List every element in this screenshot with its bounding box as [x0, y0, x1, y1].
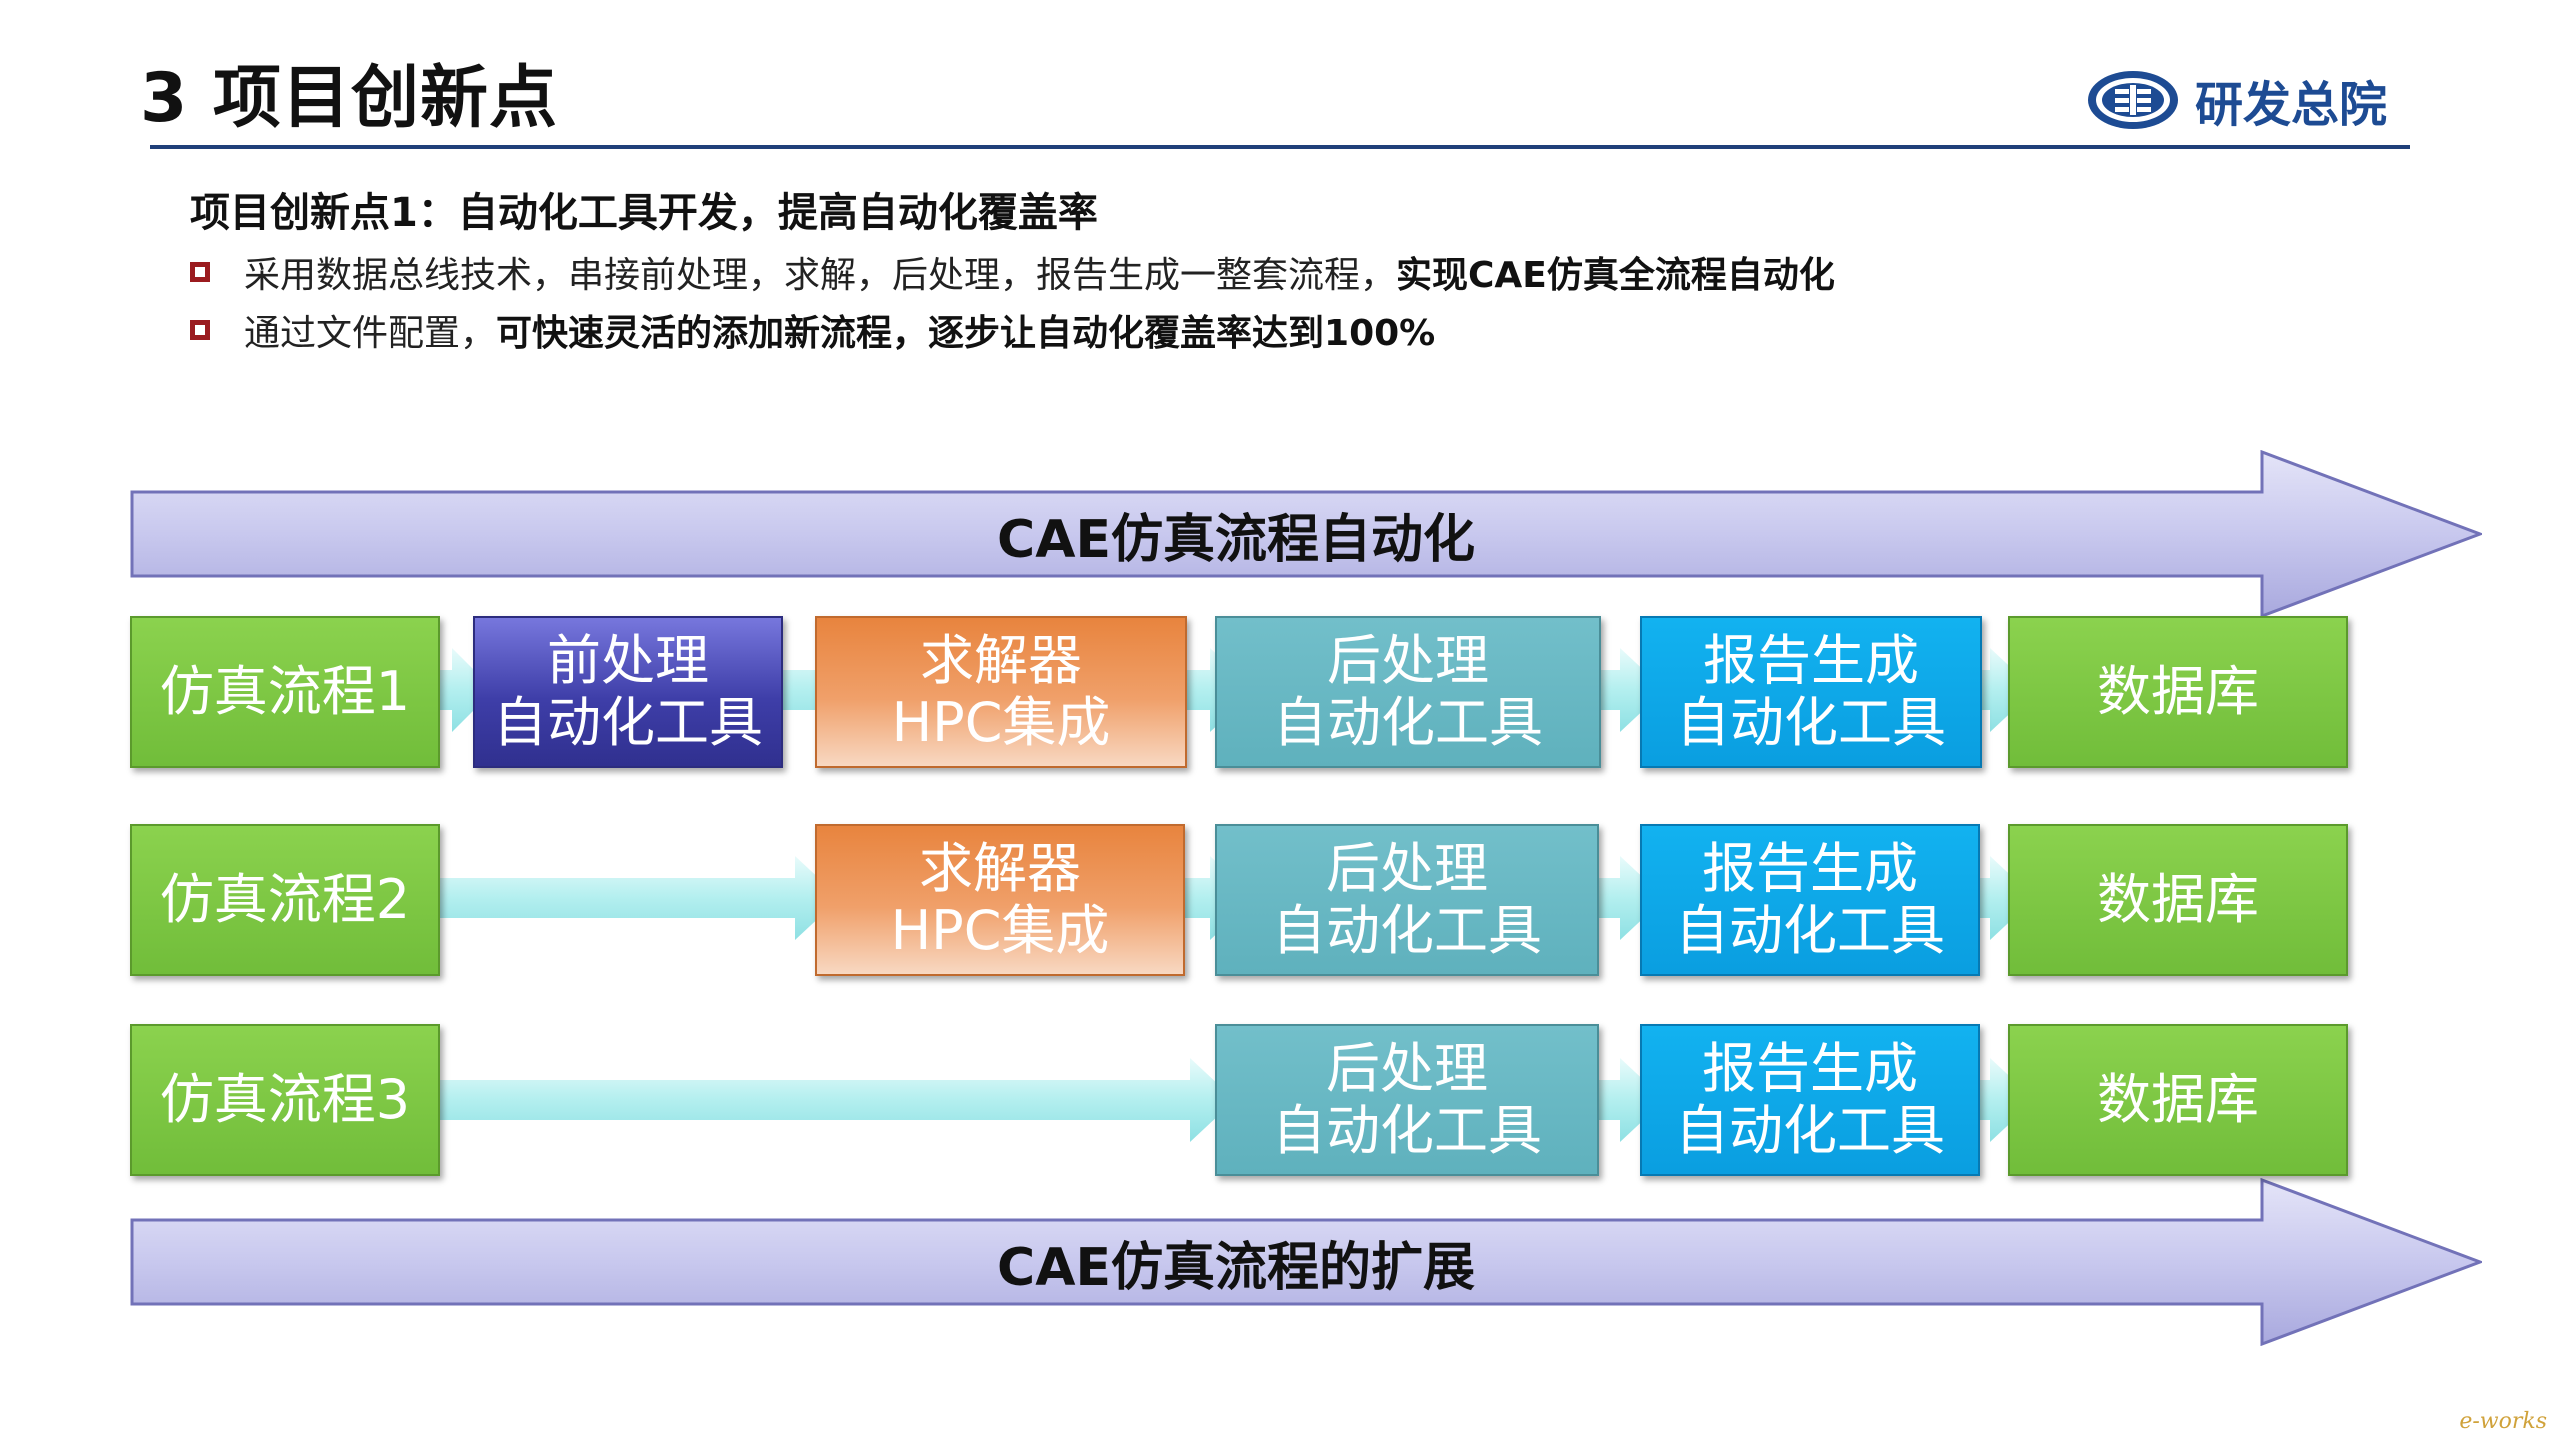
bullet-bold-text: 可快速灵活的添加新流程，逐步让自动化覆盖率达到100%	[496, 313, 1436, 354]
big-arrow-shape	[130, 1178, 2482, 1346]
box-line1: 前处理	[547, 628, 709, 692]
box-line2: 自动化工具	[1272, 1099, 1542, 1162]
bullet-text: 通过文件配置，	[244, 313, 497, 354]
database-box: 数据库	[2008, 824, 2348, 976]
arrow-label: CAE仿真流程自动化	[997, 509, 1475, 570]
report-box: 报告生成 自动化工具	[1640, 824, 1980, 976]
box-line2: HPC集成	[891, 691, 1111, 754]
box-line1: 报告生成	[1703, 628, 1919, 692]
solver-box: 求解器 HPC集成	[815, 616, 1187, 768]
connector-arrow	[1956, 856, 2035, 940]
report-box: 报告生成 自动化工具	[1640, 616, 1982, 768]
big-arrow-shape	[130, 450, 2482, 618]
box-line1: 求解器	[920, 628, 1082, 692]
postprocess-box: 后处理 自动化工具	[1215, 616, 1601, 768]
process-start-1: 仿真流程1	[130, 616, 440, 768]
bullet-item: 采用数据总线技术，串接前处理，求解，后处理，报告生成一整套流程，实现CAE仿真全…	[190, 246, 1835, 298]
database-box: 数据库	[2008, 616, 2348, 768]
logo-text: 研发总院	[2195, 77, 2388, 133]
process-start-2: 仿真流程2	[130, 824, 440, 976]
bullet-text: 采用数据总线技术，串接前处理，求解，后处理，报告生成一整套流程，	[244, 255, 1397, 296]
faw-logo-icon	[2088, 71, 2178, 129]
automation-arrow: CAE仿真流程自动化	[130, 450, 2482, 618]
box-line2: 自动化工具	[1675, 1099, 1945, 1162]
bullet-bold-text: 实现CAE仿真全流程自动化	[1396, 255, 1835, 296]
header-divider	[150, 145, 2410, 149]
process-label: 仿真流程1	[159, 659, 411, 723]
connector-arrow	[1956, 648, 2035, 732]
box-line1: 后处理	[1326, 1036, 1488, 1100]
box-line2: 自动化工具	[1676, 691, 1946, 754]
box-line1: 报告生成	[1702, 836, 1918, 900]
company-logo: 研发总院	[2085, 60, 2387, 140]
box-line1: 后处理	[1327, 628, 1489, 692]
postprocess-box: 后处理 自动化工具	[1215, 1024, 1599, 1176]
box-line2: HPC集成	[890, 899, 1110, 962]
box-line2: 自动化工具	[1273, 691, 1543, 754]
square-bullet-icon	[190, 262, 210, 282]
expansion-arrow: CAE仿真流程的扩展	[130, 1178, 2482, 1346]
box-line1: 数据库	[2097, 1067, 2259, 1131]
connector-arrow	[1580, 1058, 1665, 1142]
box-line1: 报告生成	[1702, 1036, 1918, 1100]
postprocess-box: 后处理 自动化工具	[1215, 824, 1599, 976]
database-box: 数据库	[2008, 1024, 2348, 1176]
box-line2: 自动化工具	[1675, 899, 1945, 962]
box-line1: 求解器	[919, 836, 1081, 900]
box-line2: 自动化工具	[493, 691, 763, 754]
square-bullet-icon	[190, 320, 210, 340]
box-line2: 自动化工具	[1272, 899, 1542, 962]
solver-box: 求解器 HPC集成	[815, 824, 1185, 976]
connector-arrow	[1580, 856, 1665, 940]
connector-arrow	[422, 856, 840, 940]
box-line1: 数据库	[2097, 659, 2259, 723]
process-start-3: 仿真流程3	[130, 1024, 440, 1176]
process-label: 仿真流程2	[159, 867, 411, 931]
bullet-item: 通过文件配置，可快速灵活的添加新流程，逐步让自动化覆盖率达到100%	[190, 304, 1435, 356]
watermark: e-works	[2459, 1409, 2547, 1434]
connector-arrow	[1580, 648, 1665, 732]
process-label: 仿真流程3	[159, 1067, 411, 1131]
arrow-label: CAE仿真流程的扩展	[997, 1237, 1475, 1298]
connector-arrow	[422, 648, 494, 732]
connector-arrow	[422, 1058, 1235, 1142]
connector-arrow	[1956, 1058, 2035, 1142]
report-box: 报告生成 自动化工具	[1640, 1024, 1980, 1176]
page-title: 3 项目创新点	[140, 59, 558, 138]
section-subtitle: 项目创新点1：自动化工具开发，提高自动化覆盖率	[190, 190, 1098, 236]
preprocess-box: 前处理 自动化工具	[473, 616, 783, 768]
box-line1: 后处理	[1326, 836, 1488, 900]
box-line1: 数据库	[2097, 867, 2259, 931]
